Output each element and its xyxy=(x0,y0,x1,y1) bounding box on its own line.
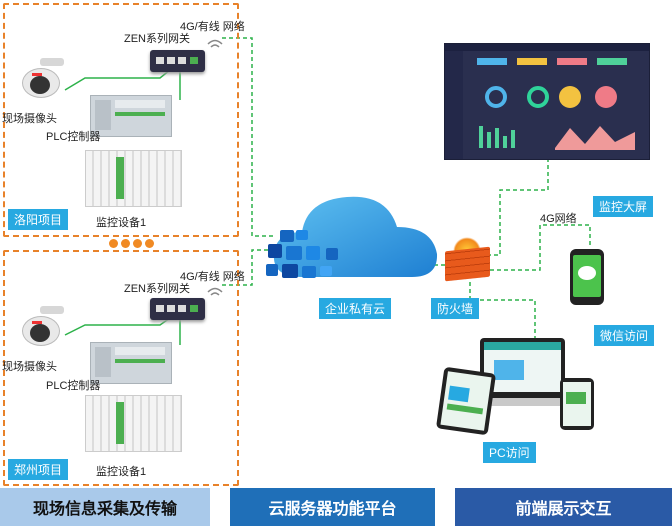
line-firewall-screen xyxy=(480,160,549,256)
gateway-device xyxy=(150,50,205,72)
camera-label: 现场摄像头 xyxy=(2,361,57,373)
gateway-label: ZEN系列网关 xyxy=(124,33,190,45)
plc-device xyxy=(90,95,172,137)
separator-dot xyxy=(145,239,154,248)
line-camera-gateway-1 xyxy=(64,69,171,91)
device-cabinet xyxy=(85,395,182,452)
cloud-label: 企业私有云 xyxy=(319,298,392,319)
network-label: 4G/有线 网络 xyxy=(180,21,245,33)
line-firewall-phone xyxy=(490,224,591,271)
banner-collection: 现场信息采集及传输 xyxy=(0,488,210,526)
wechat-label: 微信访问 xyxy=(594,325,655,346)
plc-label: PLC控制器 xyxy=(46,380,101,392)
project-tag: 洛阳项目 xyxy=(8,209,69,230)
wechat-icon xyxy=(578,266,596,280)
camera-icon xyxy=(18,306,68,352)
camera-icon xyxy=(18,58,68,104)
phone-network-label: 4G网络 xyxy=(540,213,577,225)
wifi-icon xyxy=(207,287,223,296)
laptop-base xyxy=(470,398,575,406)
dashboard-screen xyxy=(444,43,650,160)
banner-cloud-platform: 云服务器功能平台 xyxy=(230,488,435,526)
plc-label: PLC控制器 xyxy=(46,131,101,143)
gateway-device xyxy=(150,298,205,320)
screen-label: 监控大屏 xyxy=(593,196,654,217)
cloud-icon xyxy=(266,196,438,278)
gateway-label: ZEN系列网关 xyxy=(124,283,190,295)
banner-frontend: 前端展示交互 xyxy=(455,488,672,526)
laptop-device xyxy=(480,338,565,398)
site-frame-zhengzhou xyxy=(3,250,239,486)
firewall-label: 防火墙 xyxy=(431,298,480,319)
device-label: 监控设备1 xyxy=(96,466,147,478)
project-tag: 郑州项目 xyxy=(8,459,69,480)
device-label: 监控设备1 xyxy=(96,217,147,229)
wifi-icon xyxy=(207,39,223,48)
plc-device xyxy=(90,342,172,384)
phone-device xyxy=(570,249,604,305)
camera-label: 现场摄像头 xyxy=(2,113,57,125)
small-tablet-device xyxy=(560,378,594,430)
firewall-icon xyxy=(445,237,490,283)
tablet-device xyxy=(435,366,497,436)
device-cabinet xyxy=(85,150,182,207)
separator-dot xyxy=(133,239,142,248)
separator-dot xyxy=(109,239,118,248)
pc-label: PC访问 xyxy=(483,442,536,463)
site-frame-luoyang xyxy=(3,3,239,237)
line-firewall-pc xyxy=(469,282,536,338)
separator-dot xyxy=(121,239,130,248)
network-label: 4G/有线 网络 xyxy=(180,271,245,283)
line-camera-gateway-2 xyxy=(64,317,171,336)
